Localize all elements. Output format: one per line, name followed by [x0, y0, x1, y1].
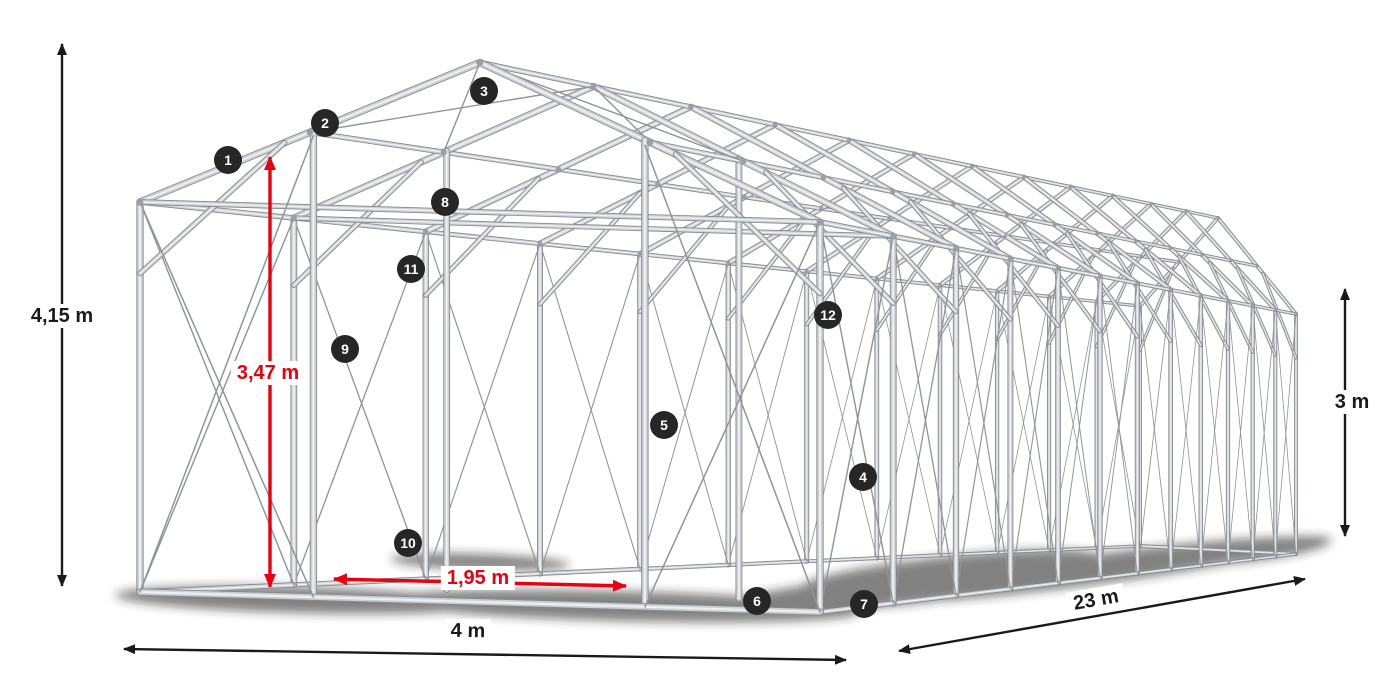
callout-2: 2 — [311, 109, 339, 137]
callout-10: 10 — [394, 529, 422, 557]
callout-12: 12 — [814, 301, 842, 329]
callout-9: 9 — [331, 335, 359, 363]
callout-11: 11 — [397, 255, 425, 283]
callout-6: 6 — [743, 587, 771, 615]
steel-frame — [136, 58, 1298, 616]
length-arrow — [898, 575, 1306, 655]
callout-8: 8 — [431, 188, 459, 216]
total-height-label: 4,15 m — [24, 304, 100, 328]
callout-4: 4 — [849, 463, 877, 491]
side-height-label: 3 m — [1328, 390, 1376, 414]
callout-5: 5 — [650, 411, 678, 439]
bay-spacing-label: 1,95 m — [440, 566, 516, 590]
callout-7: 7 — [850, 590, 878, 618]
width-label: 4 m — [444, 618, 492, 644]
callout-1: 1 — [214, 146, 242, 174]
passage-height-label: 3,47 m — [230, 361, 306, 385]
width-arrow — [123, 644, 847, 665]
callout-3: 3 — [470, 77, 498, 105]
